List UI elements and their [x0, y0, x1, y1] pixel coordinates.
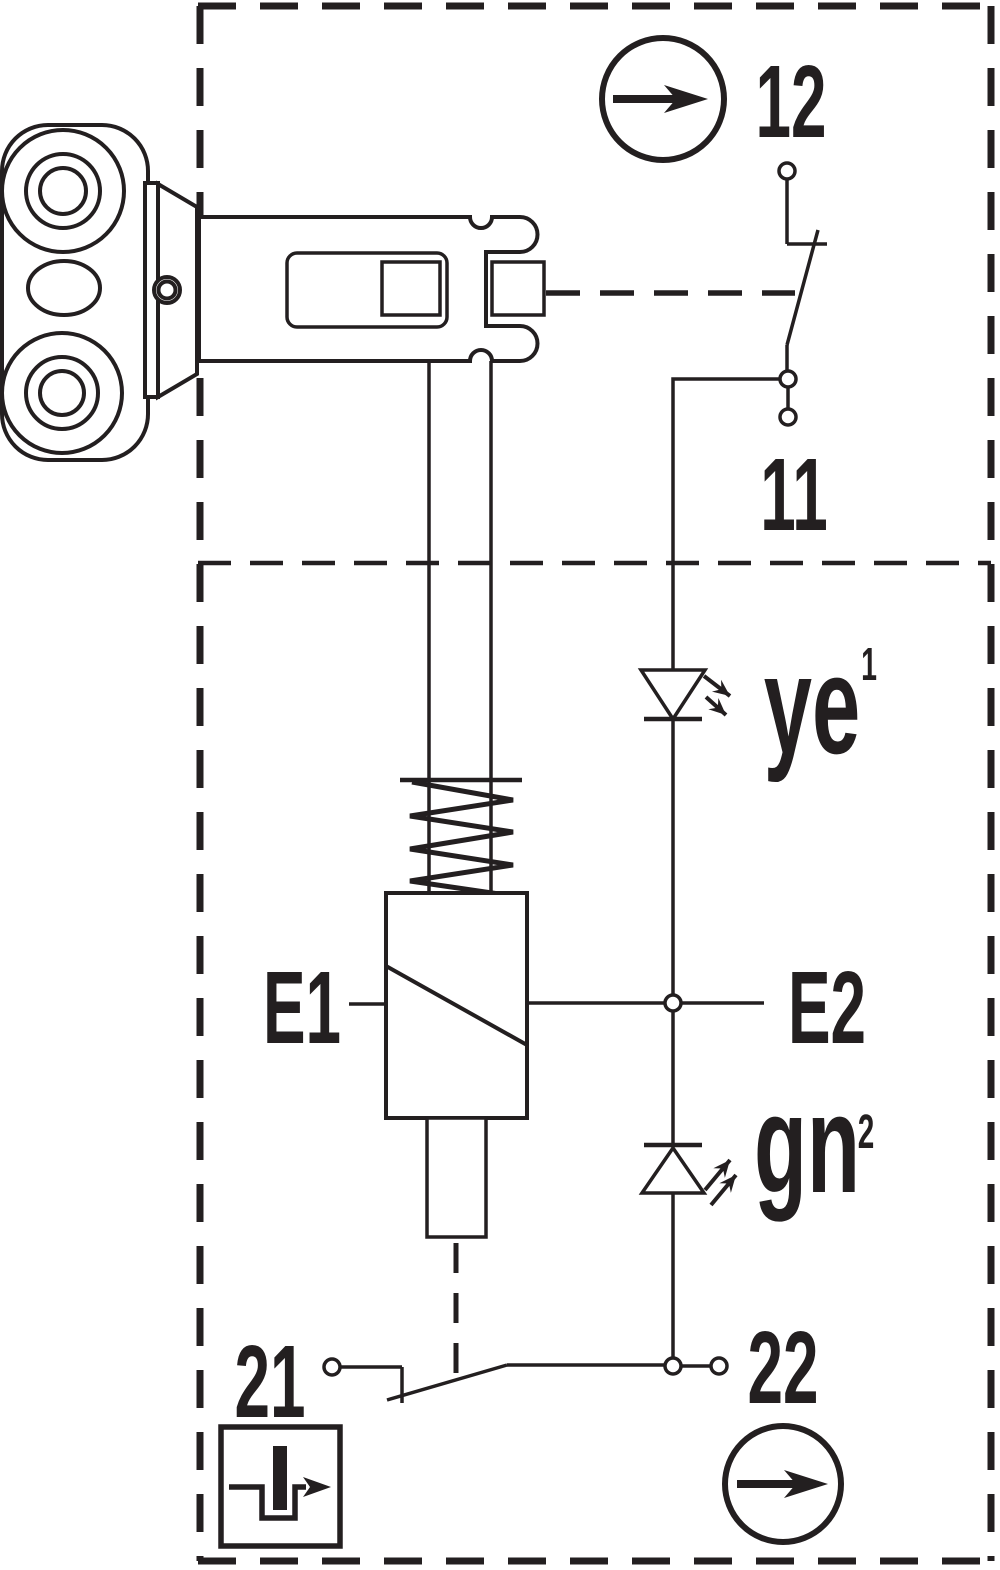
labels: 12 11 21 22 E1 E2 ye 1 gn 2 [234, 44, 876, 1439]
led-green-triangle-icon [638, 1144, 708, 1195]
direction-arrow-circle-bottom-icon [722, 1423, 844, 1545]
junction-11-circle [778, 369, 798, 389]
head-slot-inner [380, 260, 442, 317]
led-green-ray-icon [703, 1158, 732, 1192]
terminal-21-circle [322, 1357, 342, 1377]
direction-arrow-circle-top-icon [599, 35, 727, 163]
led-yellow-ray-icon [702, 674, 732, 698]
spring-icon [409, 779, 514, 897]
actuator-drawing [0, 123, 199, 462]
terminal-22-circle [709, 1356, 729, 1376]
branch-line-top [671, 377, 780, 670]
terminal-21-label: 21 [234, 1324, 305, 1439]
led-yellow-label: ye [764, 627, 861, 783]
coil-diagonal [385, 964, 528, 1047]
contact21-blade [386, 1363, 508, 1402]
junction-e2-circle [663, 993, 683, 1013]
led-green [638, 1011, 738, 1358]
led-green-label: gn [754, 1066, 860, 1222]
head-outline [197, 215, 540, 363]
junction-22-circle [663, 1356, 683, 1376]
terminal-22-label: 22 [747, 1310, 818, 1425]
led-green-superscript: 2 [858, 1106, 875, 1159]
terminal-11-circle [778, 407, 798, 427]
led-yellow-ray2-icon [704, 695, 728, 717]
insertion-arrow-head [303, 1477, 331, 1497]
contact12-blade [785, 229, 820, 346]
nc-contact-12-11 [671, 161, 827, 670]
actuator-roller-bottom-inner [38, 369, 86, 417]
head-slot [285, 251, 449, 329]
coil-e2-label: E2 [788, 950, 866, 1065]
coil-e1-label: E1 [263, 950, 341, 1065]
solenoid-coil [349, 891, 764, 1374]
actuator-tongue [490, 260, 546, 317]
coil-plunger [425, 1116, 488, 1239]
insertion-tongue-bar [273, 1446, 287, 1510]
actuator-slot-middle [26, 259, 102, 317]
actuator-roller-top-inner [38, 166, 88, 216]
terminal-12-circle [777, 161, 797, 181]
led-green-ray2-icon [709, 1173, 738, 1207]
led-yellow-triangle-icon [637, 668, 709, 723]
direction-arrow-head-top [664, 85, 708, 113]
aux-contact-21-22 [322, 1356, 729, 1403]
led-yellow-superscript: 1 [861, 639, 877, 691]
direction-arrow-head-bottom [784, 1470, 828, 1498]
mounting-screw-inner [156, 279, 178, 301]
switch-head-drawing [197, 215, 546, 363]
terminal-12-label: 12 [755, 44, 826, 159]
actuator-insertion-symbol-icon [218, 1424, 343, 1549]
plunger-assembly [400, 361, 522, 897]
insertion-path [229, 1484, 306, 1521]
led-yellow [637, 668, 732, 995]
terminal-11-label: 11 [760, 437, 828, 552]
